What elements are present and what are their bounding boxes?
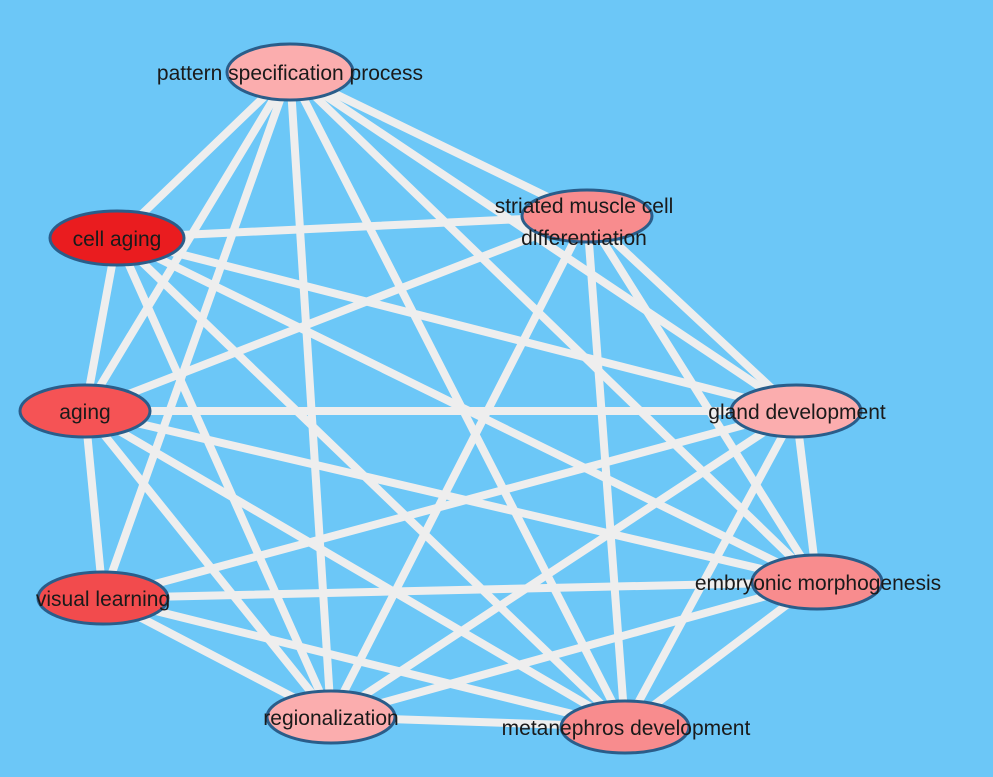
node-visual[interactable]: visual learning <box>36 570 170 626</box>
node-label-regionalization: regionalization <box>263 707 398 730</box>
node-layer: pattern specification process striated mu… <box>18 42 941 755</box>
node-embryonic[interactable]: embryonic morphogenesis <box>695 553 941 611</box>
edge-embryonic-regionalization <box>327 578 821 721</box>
edge-cellaging-aging <box>81 234 121 415</box>
node-cellaging[interactable]: cell aging <box>48 209 186 267</box>
edge-gland-embryonic <box>792 407 821 586</box>
edge-cellaging-regionalization <box>113 234 335 721</box>
edge-aging-regionalization <box>81 407 335 721</box>
edge-pattern-visual <box>99 68 294 602</box>
edge-aging-metanephros <box>81 407 629 731</box>
node-shape-cellaging <box>48 209 186 267</box>
node-shape-pattern <box>225 42 355 102</box>
node-shape-gland <box>729 383 863 439</box>
edge-striated-metanephros <box>583 212 629 731</box>
node-shape-metanephros <box>559 699 691 755</box>
edge-striated-regionalization <box>327 212 591 721</box>
edge-pattern-embryonic <box>286 68 821 586</box>
node-pattern[interactable]: pattern specification process <box>157 42 423 102</box>
node-gland[interactable]: gland development <box>708 383 886 439</box>
node-label-gland: gland development <box>708 401 886 424</box>
edge-gland-visual <box>99 407 800 602</box>
node-label-metanephros: metanephros development <box>502 717 751 740</box>
edge-pattern-cellaging <box>113 68 294 242</box>
edge-striated-gland <box>583 212 800 415</box>
edge-pattern-striated <box>286 68 591 220</box>
edge-pattern-gland <box>286 68 800 415</box>
edge-pattern-aging <box>81 68 294 415</box>
node-shape-striated <box>520 188 654 244</box>
edge-striated-embryonic <box>583 212 821 586</box>
edge-gland-regionalization <box>327 407 800 721</box>
node-label-pattern: pattern specification process <box>157 62 423 85</box>
edge-aging-visual <box>81 407 107 602</box>
node-label-aging: aging <box>59 401 110 424</box>
edge-visual-metanephros <box>99 594 629 731</box>
node-label-embryonic: embryonic morphogenesis <box>695 572 941 595</box>
node-label-cellaging: cell aging <box>73 228 162 251</box>
edge-layer <box>81 68 821 731</box>
edge-cellaging-metanephros <box>113 234 629 731</box>
edge-gland-metanephros <box>621 407 800 731</box>
edge-pattern-regionalization <box>286 68 335 721</box>
edge-cellaging-striated <box>113 212 591 242</box>
node-label-visual: visual learning <box>36 588 170 611</box>
edge-striated-aging <box>81 212 591 415</box>
edge-cellaging-gland <box>113 234 800 415</box>
node-shape-visual <box>36 570 170 626</box>
node-metanephros[interactable]: metanephros development <box>502 699 751 755</box>
node-shape-embryonic <box>750 553 884 611</box>
edge-pattern-metanephros <box>286 68 629 731</box>
node-shape-aging <box>18 383 152 439</box>
node-regionalization[interactable]: regionalization <box>263 689 399 745</box>
edge-aging-embryonic <box>81 407 821 586</box>
edge-visual-embryonic <box>99 578 821 602</box>
node-shape-regionalization <box>265 689 397 745</box>
node-aging[interactable]: aging <box>18 383 152 439</box>
